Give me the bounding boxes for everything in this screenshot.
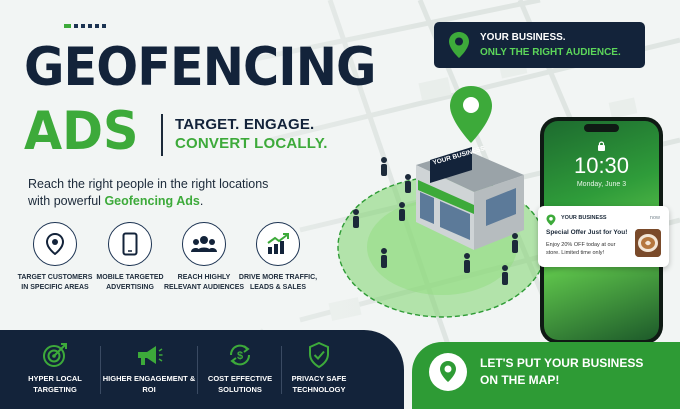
shield-check-icon [270,342,368,368]
benefit-divider [281,346,282,394]
phone-date: Monday, June 3 [576,181,627,188]
benefit-privacy: PRIVACY SAFE TECHNOLOGY [270,342,368,395]
badge-line2: ONLY THE RIGHT AUDIENCE. [480,47,621,58]
location-pin-icon [449,32,469,58]
audience-badge: YOUR BUSINESS. ONLY THE RIGHT AUDIENCE. [434,22,645,68]
location-pin-marker [450,86,492,143]
badge-line1: YOUR BUSINESS. [480,32,566,43]
feature-relevant-audiences: REACH HIGHLY RELEVANT AUDIENCES [163,222,245,293]
headline-ads: ADS [24,101,139,162]
decorative-dots [64,24,106,28]
feature-label: DRIVE MORE TRAFFIC, LEADS & SALES [238,274,318,291]
benefit-label: COST EFFECTIVE SOLUTIONS [207,374,273,394]
dollar-cycle-icon: $ [191,342,289,368]
feature-mobile-advertising: MOBILE TARGETED ADVERTISING [89,222,171,293]
notification-title: Special Offer Just for You! [546,229,628,236]
target-icon [6,342,104,368]
tagline-line1: TARGET. ENGAGE. [175,116,315,133]
notification-body: Enjoy 20% OFF today at our store. Limite… [546,242,616,256]
benefit-divider [197,346,198,394]
benefit-label: PRIVACY SAFE TECHNOLOGY [291,374,347,394]
headline-divider [161,114,163,156]
cta-line1: LET'S PUT YOUR BUSINESS [480,356,644,370]
benefit-label: HIGHER ENGAGEMENT & ROI [102,374,196,394]
lock-icon [598,141,605,151]
feature-label: REACH HIGHLY RELEVANT AUDIENCES [163,274,245,291]
benefit-engagement: HIGHER ENGAGEMENT & ROI [100,342,198,395]
people-figures [353,157,518,285]
growth-chart-icon [256,222,300,266]
phone-clock: 10:30 [573,153,630,178]
headline-geofencing: GEOFENCING [24,37,376,98]
subtext-body: Reach the right people in the right loca… [28,177,269,208]
coffee-image [635,229,661,257]
audience-group-icon [182,222,226,266]
location-pin-icon [33,222,77,266]
notification-time: now [649,215,660,221]
cta-banner[interactable]: LET'S PUT YOUR BUSINESS ON THE MAP! [412,342,680,409]
benefits-bar: HYPER LOCAL TARGETING HIGHER ENGAGEMENT … [0,330,404,409]
benefit-label: HYPER LOCAL TARGETING [28,374,82,394]
subtext: Reach the right people in the right loca… [28,176,288,210]
location-pin-icon [546,214,556,226]
subtext-end: . [199,194,204,208]
benefit-cost-effective: $ COST EFFECTIVE SOLUTIONS [191,342,289,395]
subtext-highlight: Geofencing Ads [104,194,200,208]
benefit-hyper-local: HYPER LOCAL TARGETING [6,342,104,395]
feature-drive-traffic: DRIVE MORE TRAFFIC, LEADS & SALES [237,222,319,293]
phone-notch [584,124,619,132]
benefit-divider [100,346,101,394]
cta-line2: ON THE MAP! [480,373,560,387]
notification-app-name: YOUR BUSINESS [561,215,607,221]
feature-target-customers: TARGET CUSTOMERS IN SPECIFIC AREAS [14,222,96,293]
store-building [416,147,524,250]
smartphone-icon [108,222,152,266]
megaphone-icon [100,342,198,368]
svg-text:$: $ [237,350,243,362]
push-notification[interactable]: YOUR BUSINESS now Special Offer Just for… [538,206,669,267]
feature-label: MOBILE TARGETED ADVERTISING [96,274,164,291]
tagline-line2: CONVERT LOCALLY. [175,135,328,152]
location-pin-icon [429,353,467,391]
feature-label: TARGET CUSTOMERS IN SPECIFIC AREAS [17,274,93,291]
